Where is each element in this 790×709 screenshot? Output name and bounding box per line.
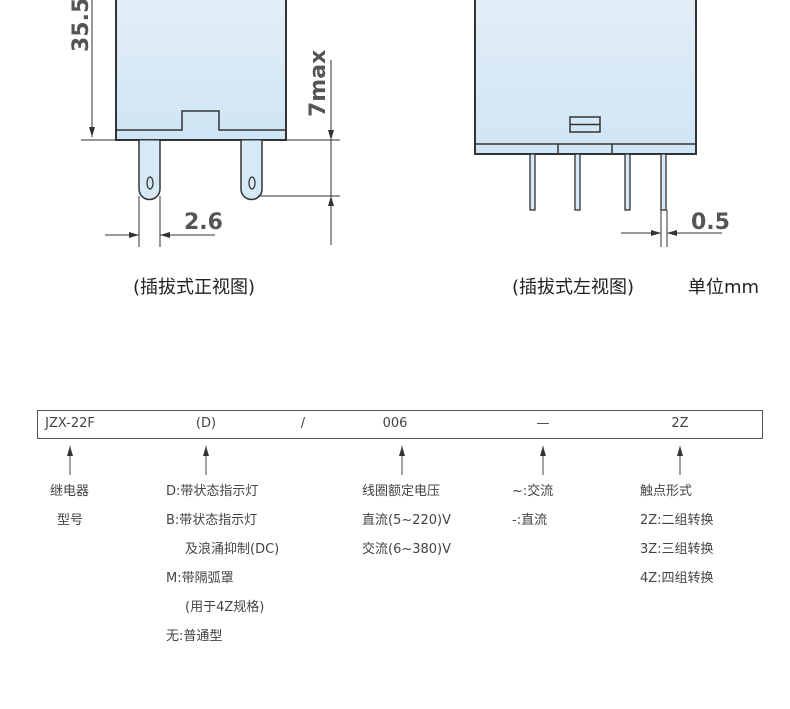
dim-pin-length-label: 7max	[306, 50, 331, 117]
side-view-caption: (插拔式左视图)	[512, 277, 635, 298]
desc-line: -:直流	[512, 513, 548, 528]
desc-line: 2Z:二组转换	[640, 513, 714, 528]
code-current-type: —	[536, 416, 550, 431]
dim-pin-width-label: 2.6	[184, 210, 223, 235]
code-voltage: 006	[382, 416, 408, 431]
desc-line: 3Z:三组转换	[640, 542, 714, 557]
desc-line: (用于4Z规格)	[185, 600, 265, 615]
desc-line: 及浪涌抑制(DC)	[185, 542, 280, 557]
dim-pin-thickness-label: 0.5	[691, 210, 730, 235]
desc-line: 继电器	[50, 484, 90, 499]
code-option: (D)	[195, 416, 217, 431]
relay-body	[115, 0, 287, 141]
side-view-drawing	[474, 0, 722, 247]
pin-right	[240, 140, 263, 201]
desc-line: 4Z:四组转换	[640, 571, 714, 586]
front-view-drawing	[81, 0, 340, 247]
desc-line: 交流(6~380)V	[362, 542, 452, 557]
desc-line: 触点形式	[640, 484, 693, 499]
desc-line: B:带状态指示灯	[166, 513, 258, 528]
relay-body-side	[474, 0, 697, 155]
desc-line: 线圈额定电压	[362, 484, 441, 499]
model-code-box	[37, 410, 763, 439]
pin-left	[138, 140, 161, 201]
front-view-caption: (插拔式正视图)	[133, 277, 256, 298]
code-series: JZX-22F	[45, 416, 95, 431]
dim-height-label: 35.5	[69, 0, 94, 52]
desc-line: 直流(5~220)V	[362, 513, 452, 528]
desc-line: M:带隔弧罩	[166, 571, 234, 586]
code-contact-form: 2Z	[671, 416, 689, 431]
code-arrows	[67, 446, 683, 475]
desc-line: 型号	[57, 513, 84, 528]
desc-line: D:带状态指示灯	[166, 484, 259, 499]
unit-label: 单位mm	[688, 277, 760, 298]
desc-line: ~:交流	[512, 484, 554, 499]
code-separator: /	[300, 416, 306, 431]
desc-line: 无:普通型	[166, 629, 223, 644]
